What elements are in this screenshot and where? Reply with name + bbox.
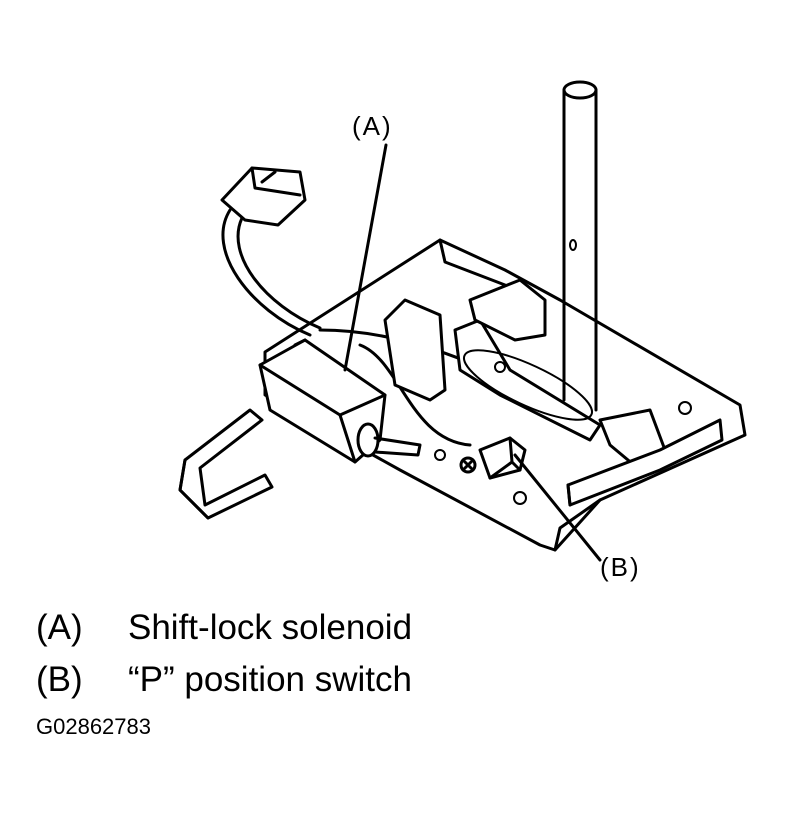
shift-lock-assembly-illustration: (A) (B) — [178, 80, 747, 582]
shift-lock-solenoid — [258, 338, 422, 464]
callout-a-label: (A) — [352, 111, 393, 141]
callout-a: (A) — [343, 111, 393, 372]
figure-code: G02862783 — [36, 714, 151, 739]
legend-key-b: (B) — [36, 660, 83, 699]
legend-text-a: Shift-lock solenoid — [128, 608, 413, 647]
solenoid-arm — [178, 408, 274, 520]
legend-row-b: (B) “P” position switch — [36, 654, 412, 706]
detent-block — [566, 418, 724, 507]
legend: (A) Shift-lock solenoid (B) “P” position… — [36, 602, 412, 706]
callout-b-label: (B) — [600, 552, 641, 582]
shift-shaft — [562, 80, 598, 412]
legend-text-b: “P” position switch — [128, 660, 412, 699]
legend-key-a: (A) — [36, 608, 83, 647]
legend-row-a: (A) Shift-lock solenoid — [36, 602, 412, 654]
p-position-switch — [459, 436, 527, 480]
callout-b: (B) — [513, 453, 641, 582]
